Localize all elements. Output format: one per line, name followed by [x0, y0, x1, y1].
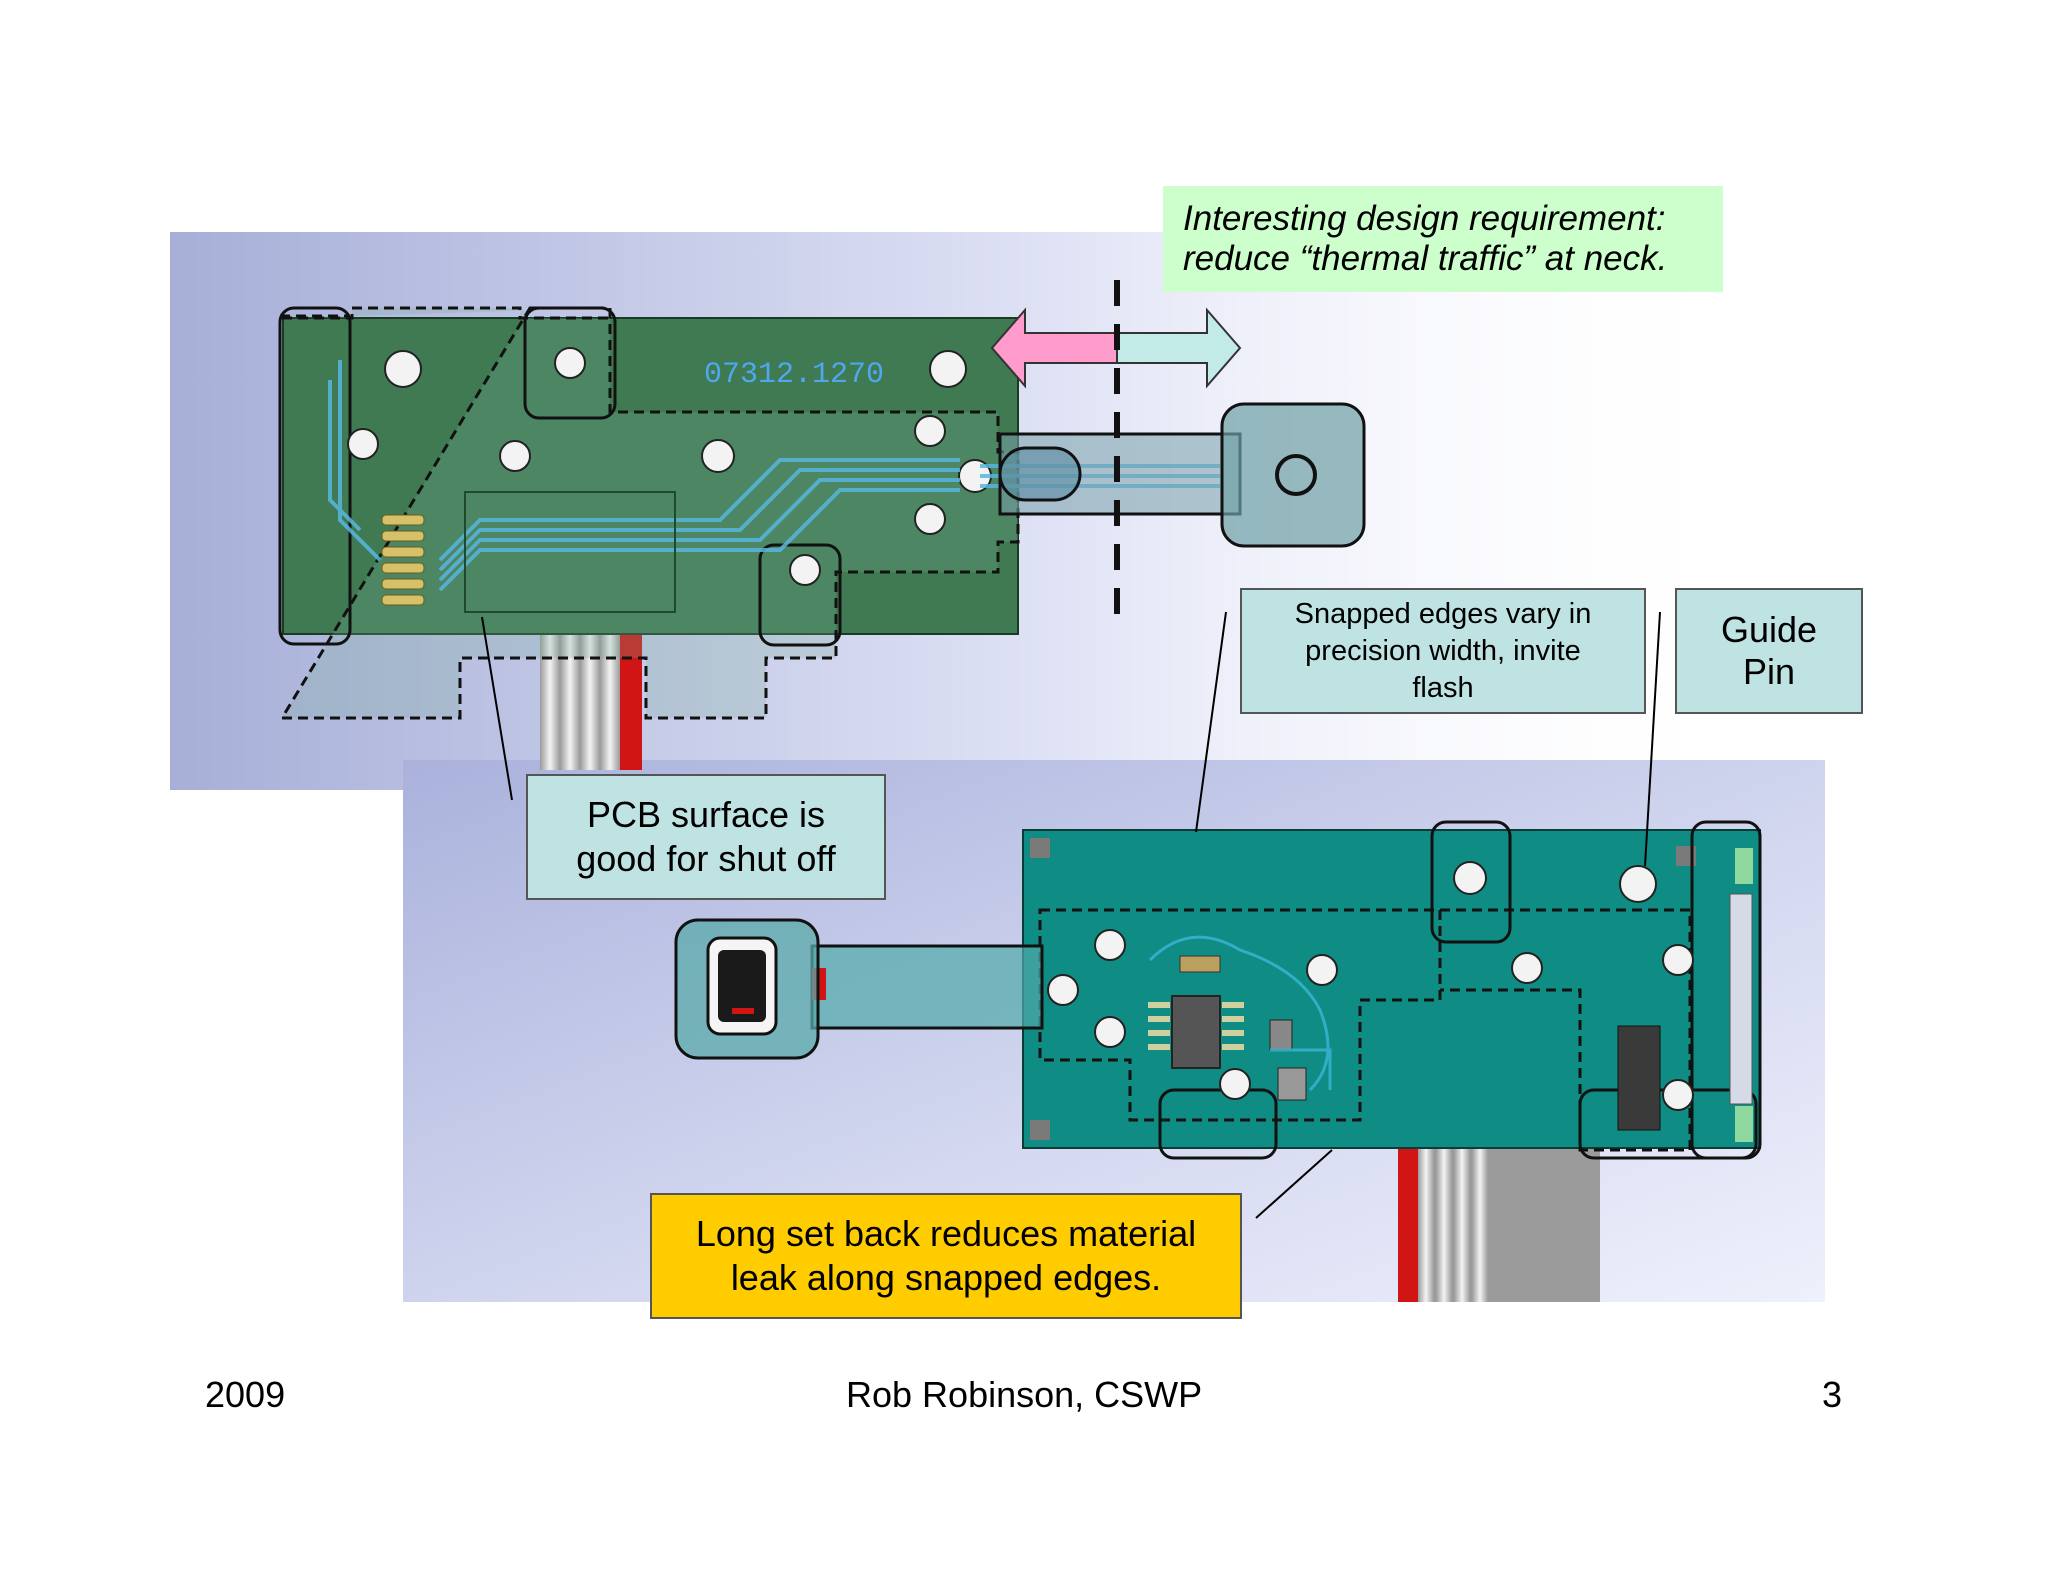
snapped-edges-line1: Snapped edges vary in: [1294, 597, 1592, 630]
pcb-surface-line2: good for shut off: [576, 838, 836, 879]
pcb-surface-callout: PCB surface is good for shut off: [526, 774, 886, 900]
top-neck-end-block: [1220, 402, 1366, 548]
set-back-line1: Long set back reduces material: [695, 1213, 1197, 1254]
leader-pcb-surface: [481, 616, 513, 801]
top-overmold-outline: [279, 306, 1020, 720]
guide-pin-callout: Guide Pin: [1675, 588, 1863, 714]
top-connector-pads: [381, 514, 425, 606]
guide-pin-line1: Guide: [1720, 609, 1818, 650]
snapped-edges-line2: precision width, invite: [1305, 634, 1581, 667]
top-pcb-assembly: [278, 306, 1366, 770]
thermal-note-line2: reduce “thermal traffic” at neck.: [1183, 239, 1668, 278]
bottom-neck: [810, 944, 1044, 1030]
footer-page-number: 3: [1822, 1374, 1843, 1415]
leader-guide-pin: [1644, 611, 1661, 867]
bottom-ic-pins: [1148, 1002, 1244, 1050]
footer-year: 2009: [205, 1374, 286, 1415]
leader-snapped-edges: [1195, 611, 1227, 833]
bottom-overmold-outline: [1038, 908, 1692, 1152]
bottom-board-holes: [1047, 861, 1694, 1111]
top-board-holes: [347, 347, 992, 586]
pcb-marking: 07312.1270: [704, 358, 884, 392]
set-back-line2: leak along snapped edges.: [730, 1257, 1162, 1298]
set-back-callout: Long set back reduces material leak alon…: [650, 1193, 1242, 1319]
snapped-edges-callout: Snapped edges vary in precision width, i…: [1240, 588, 1646, 714]
thermal-traffic-note: Interesting design requirement: reduce “…: [1163, 186, 1723, 292]
guide-pin-line2: Pin: [1742, 651, 1795, 692]
thermal-note-line1: Interesting design requirement:: [1183, 199, 1666, 238]
top-ribbon-cable: [540, 630, 642, 770]
pcb-surface-line1: PCB surface is: [586, 794, 826, 835]
bottom-connector: [1617, 1025, 1661, 1131]
bottom-pcb-assembly: [674, 820, 1762, 1302]
bottom-ic-chip: [1171, 995, 1221, 1069]
snapped-edges-line3: flash: [1412, 671, 1474, 704]
leader-set-back: [1255, 1149, 1333, 1219]
top-end-hole: [1275, 454, 1317, 496]
callout-leader-lines: [481, 611, 1661, 1219]
top-component-outline: [464, 491, 676, 613]
footer-author: Rob Robinson, CSWP: [846, 1374, 1203, 1415]
